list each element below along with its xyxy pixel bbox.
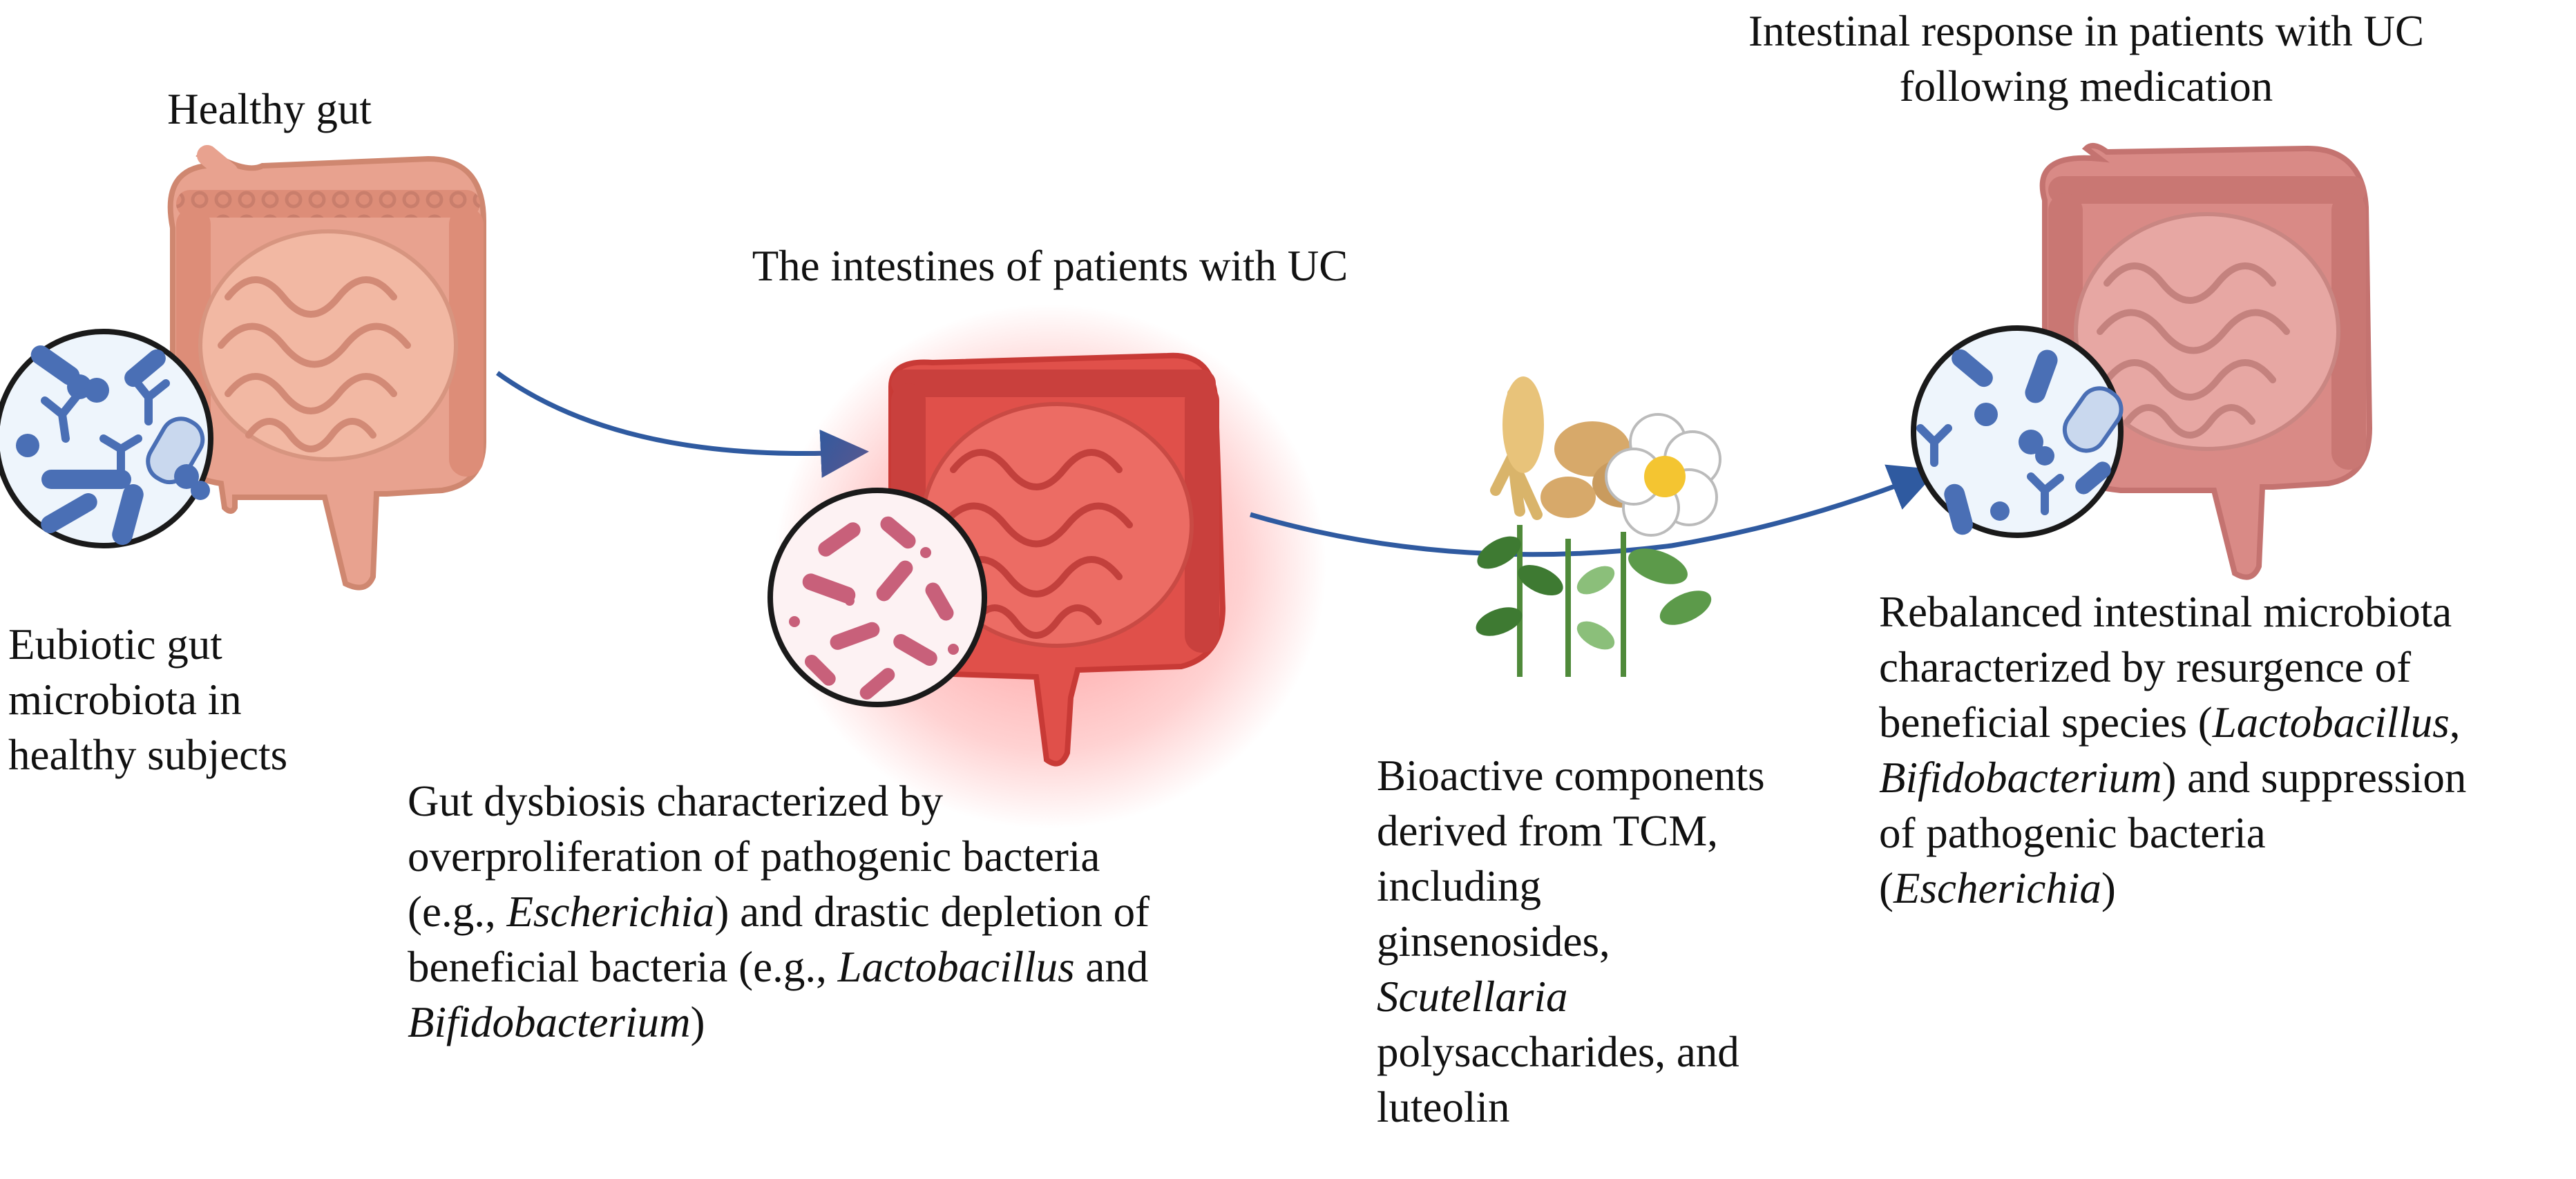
caption-tcm-components: Bioactive components derived from TCM, i… bbox=[1377, 751, 1765, 1131]
title-healthy-gut: Healthy gut bbox=[167, 85, 372, 133]
treated-colon-icon bbox=[2039, 143, 2373, 580]
healthy-colon-icon bbox=[167, 145, 486, 591]
caption-dysbiosis: Gut dysbiosis characterized by overproli… bbox=[408, 777, 1150, 1046]
pathogenic-microbiota-icon bbox=[767, 488, 987, 707]
rebalanced-microbiota-icon bbox=[1911, 325, 2124, 538]
title-uc-intestines: The intestines of patients with UC bbox=[752, 242, 1348, 290]
beneficial-microbiota-icon bbox=[0, 329, 213, 548]
caption-rebalanced-microbiota: Rebalanced intestinal microbiota charact… bbox=[1879, 588, 2467, 912]
arrow-healthy-to-uc bbox=[495, 371, 869, 478]
title-intestinal-response: Intestinal response in patients with UC … bbox=[1748, 7, 2425, 111]
caption-healthy-microbiota: Eubiotic gut microbiota in healthy subje… bbox=[8, 620, 288, 779]
tcm-herbs-icon bbox=[1476, 376, 1721, 677]
